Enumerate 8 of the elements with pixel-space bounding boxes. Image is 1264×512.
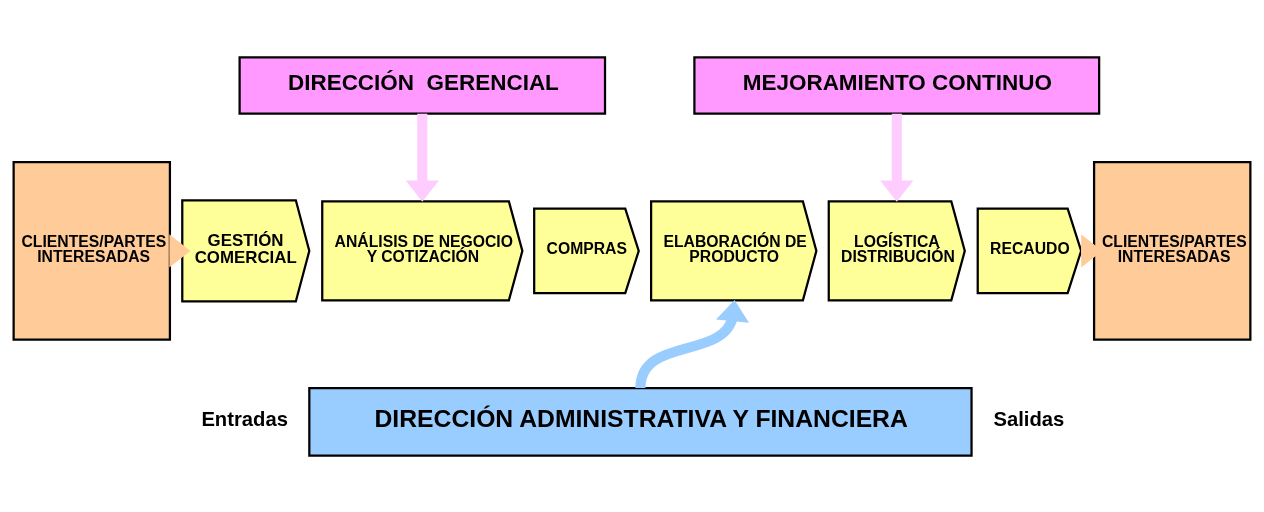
node-box: MEJORAMIENTO CONTINUO (693, 55, 1101, 115)
label: Salidas (993, 407, 1065, 430)
node-box: DIRECCIÓN GERENCIAL (238, 55, 607, 115)
arrow (405, 113, 439, 202)
arrow (880, 113, 914, 202)
label: Entradas (201, 407, 288, 430)
node-box: CLIENTES/PARTES INTERESADAS (1092, 160, 1252, 341)
node-box: DIRECCIÓN ADMINISTRATIVA Y FINANCIERA (308, 386, 973, 457)
